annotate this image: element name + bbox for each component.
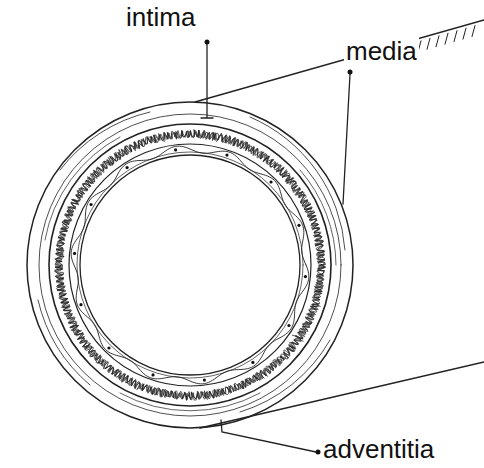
media-border [49,124,331,406]
tube-edge [195,20,484,102]
media-border [69,144,311,386]
cell-nucleus [269,180,272,183]
hatch-stroke [472,26,475,37]
cell-nucleus [79,303,82,306]
leader-line [201,44,213,118]
lumen-outline [80,155,300,375]
cell-nucleus [287,324,290,327]
leader-dot [205,40,210,45]
cell-nucleus [203,379,206,382]
leader-line [221,420,316,452]
adventitia-fiber [39,114,341,416]
hatch-stroke [463,28,466,39]
hatch-stroke [427,38,430,49]
cell-nucleus [225,153,228,156]
part-label: media [344,36,419,66]
hatch-stroke [445,33,448,44]
hatch-stroke [454,31,457,42]
leader-dot [316,450,321,455]
hatch-stroke [436,36,439,47]
leader-line [343,74,350,204]
cell-nucleus [151,373,154,376]
media-fibers [55,130,326,400]
media-fibers [55,130,326,400]
cell-nucleus [251,361,254,364]
part-label: adventitia [321,434,436,464]
cell-nucleus [107,346,110,349]
endothelium [77,152,303,378]
elastic-lamina [71,146,309,384]
media-fibers [55,130,325,400]
adventitia-outline [27,102,353,428]
leader-dot [348,70,353,75]
cell-nucleus [297,224,300,227]
cell-nucleus [304,275,307,278]
part-label: intima [124,2,197,32]
cell-nucleus [89,203,92,206]
intima-layer [71,146,309,384]
cell-nucleus [73,252,76,255]
media-texture [55,130,326,401]
cell-nucleus [174,148,177,151]
cell-nucleus [125,166,128,169]
